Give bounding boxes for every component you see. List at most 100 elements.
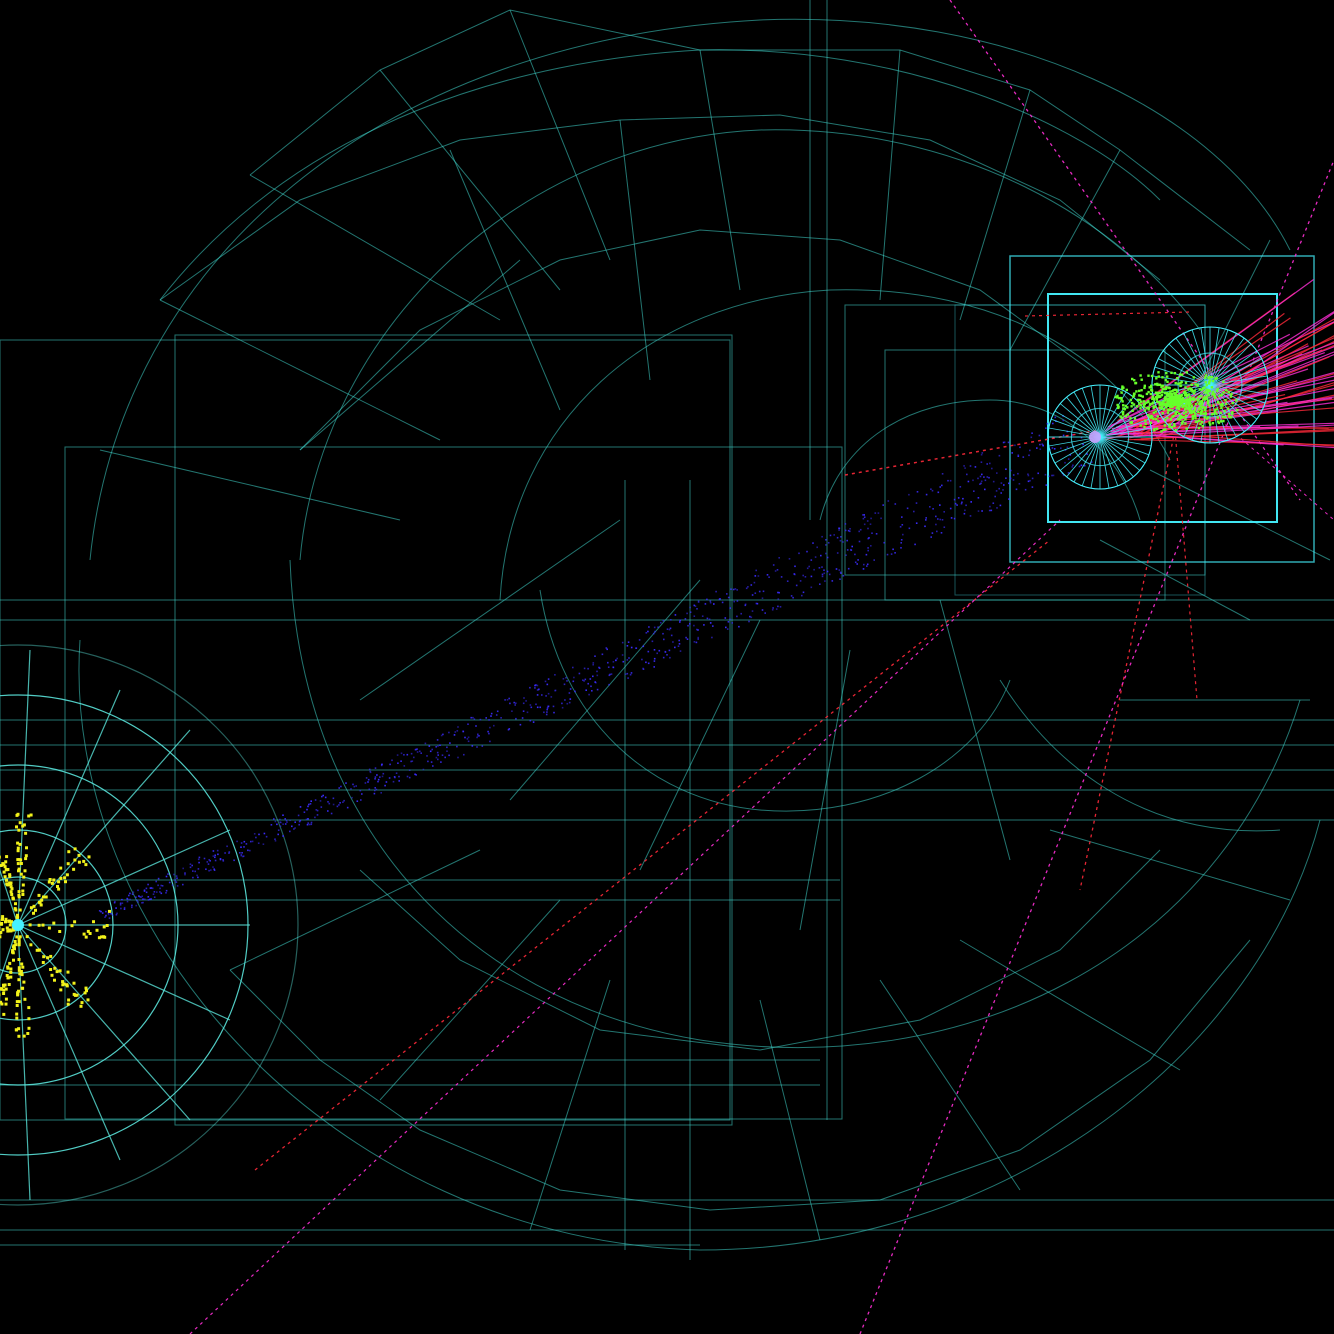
green-hit	[1154, 396, 1158, 399]
beam-deposit-dot	[820, 554, 822, 557]
beam-deposit-dot	[274, 840, 277, 842]
yellow-hit	[49, 968, 53, 971]
green-hit	[1125, 388, 1128, 392]
beam-deposit-dot	[838, 529, 840, 531]
beam-deposit-dot	[119, 904, 122, 906]
beam-deposit-dot	[265, 835, 268, 838]
beam-deposit-dot	[1008, 498, 1010, 500]
beam-deposit-dot	[788, 558, 791, 560]
beam-deposit-dot	[612, 666, 614, 668]
beam-deposit-dot	[709, 600, 712, 602]
green-hit	[1184, 422, 1187, 425]
beam-deposit-dot	[906, 507, 909, 510]
yellow-hit	[44, 895, 48, 899]
green-hit	[1181, 405, 1184, 409]
beam-deposit-dot	[194, 870, 196, 873]
beam-deposit-dot	[989, 505, 991, 508]
beam-deposit-dot	[902, 533, 904, 536]
green-hit	[1180, 373, 1184, 376]
green-hit	[1139, 404, 1142, 407]
beam-deposit-dot	[642, 645, 645, 648]
beam-deposit-dot	[481, 745, 484, 747]
green-hit	[1152, 406, 1155, 410]
yellow-hit	[17, 968, 21, 972]
green-hit	[1173, 404, 1176, 407]
beam-deposit-dot	[1067, 458, 1070, 460]
yellow-hit	[0, 1002, 4, 1006]
green-hit	[1185, 427, 1188, 430]
beam-deposit-dot	[670, 634, 673, 637]
beam-deposit-dot	[756, 602, 759, 605]
beam-deposit-dot	[338, 804, 340, 806]
beam-deposit-dot	[901, 516, 903, 518]
yellow-hit	[57, 880, 61, 884]
beam-deposit-dot	[538, 688, 540, 690]
beam-deposit-dot	[541, 694, 543, 696]
yellow-hit	[70, 924, 74, 928]
beam-deposit-dot	[273, 818, 275, 820]
beam-deposit-dot	[184, 872, 186, 874]
beam-deposit-dot	[219, 858, 222, 860]
green-hit	[1158, 394, 1161, 398]
yellow-hit	[80, 1001, 84, 1005]
beam-deposit-dot	[615, 659, 617, 662]
beam-deposit-dot	[686, 638, 689, 640]
beam-deposit-dot	[197, 876, 199, 879]
beam-deposit-dot	[529, 704, 532, 706]
beam-deposit-dot	[165, 875, 168, 878]
beam-deposit-dot	[974, 466, 977, 468]
beam-deposit-dot	[1045, 484, 1048, 486]
green-hit	[1186, 401, 1189, 404]
outer-shell-arc	[159, 49, 1161, 301]
particle-tracks	[189, 0, 1334, 1334]
beam-deposit-dot	[367, 781, 369, 783]
beam-deposit-dot	[685, 636, 687, 639]
beam-deposit-dot	[355, 785, 357, 787]
green-hit	[1168, 392, 1171, 395]
yellow-hit	[73, 920, 77, 924]
beam-deposit-dot	[937, 518, 939, 520]
beam-deposit-dot	[679, 621, 681, 623]
yellow-hit	[4, 920, 7, 924]
green-hit	[1165, 406, 1168, 409]
green-hit	[1145, 406, 1149, 410]
beam-deposit-dot	[324, 796, 327, 799]
outer-shell-arc	[819, 399, 1141, 521]
green-hit	[1174, 411, 1177, 414]
beam-deposit-dot	[141, 895, 143, 898]
green-hit	[1188, 397, 1191, 401]
beam-deposit-dot	[150, 887, 153, 889]
green-hit	[1147, 374, 1150, 377]
green-hit	[1122, 404, 1125, 407]
yellow-hit	[65, 873, 69, 877]
green-hit	[1205, 389, 1208, 392]
particle-track	[859, 159, 1334, 1334]
beam-deposit-dot	[821, 535, 823, 538]
yellow-hit	[84, 935, 88, 939]
yellow-hit	[9, 890, 13, 894]
beam-deposit-dot	[674, 614, 677, 616]
beam-deposit-dot	[392, 780, 395, 783]
beam-deposit-dot	[780, 576, 783, 578]
green-hit	[1124, 415, 1128, 418]
beam-deposit-dot	[262, 843, 265, 845]
beam-deposit-dot	[823, 572, 826, 575]
beam-deposit-dot	[255, 836, 257, 839]
beam-deposit-dot	[998, 487, 1000, 490]
yellow-hit	[29, 943, 33, 947]
green-hit	[1185, 410, 1188, 414]
green-hit	[1209, 423, 1212, 426]
beam-deposit-dot	[729, 607, 731, 609]
green-hit	[1210, 376, 1214, 379]
beam-deposit-dot	[684, 618, 687, 620]
beam-deposit-dot	[165, 889, 168, 892]
beam-deposit-dot	[1071, 466, 1073, 468]
green-hit	[1207, 389, 1210, 392]
green-hit	[1203, 376, 1207, 379]
beam-deposit-dot	[403, 765, 406, 767]
beam-deposit-dot	[1045, 427, 1047, 429]
forward-wheel-spoke	[1158, 358, 1211, 386]
green-hit	[1190, 404, 1193, 407]
beam-deposit-dot	[126, 900, 129, 903]
beam-deposit-dot	[591, 690, 593, 692]
